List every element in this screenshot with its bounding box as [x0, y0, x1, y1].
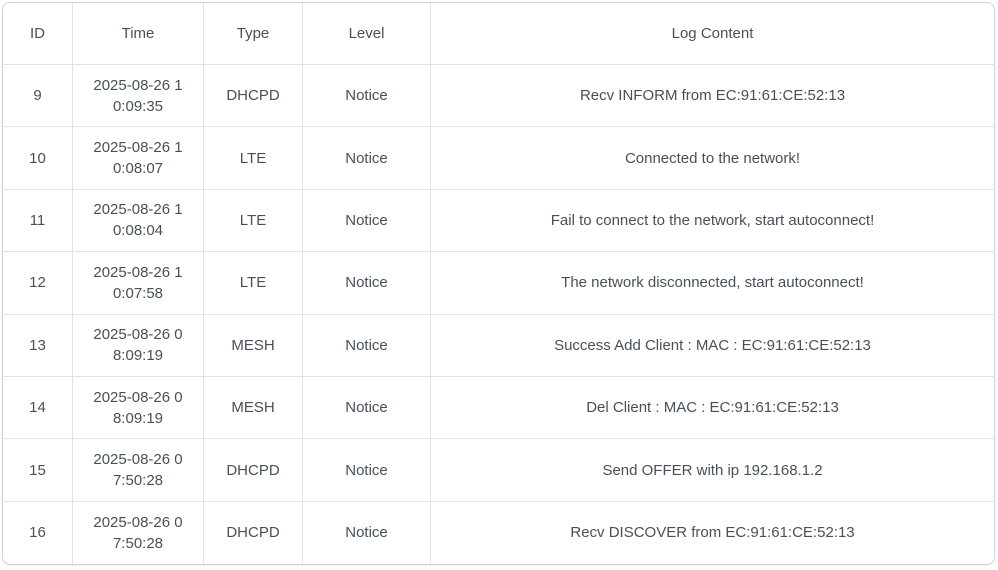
log-level-cell: Notice [303, 252, 431, 315]
log-time-text: 2025-08-26 10:07:58 [93, 263, 183, 302]
log-time-text: 2025-08-26 07:50:28 [93, 513, 183, 552]
log-time-cell: 2025-08-26 10:07:58 [73, 252, 204, 315]
log-time-cell: 2025-08-26 08:09:19 [73, 376, 204, 440]
log-time-text: 2025-08-26 07:50:28 [93, 451, 183, 490]
log-level-cell: Notice [303, 376, 431, 440]
log-time-text: 2025-08-26 08:09:19 [93, 326, 183, 365]
log-content-cell: Connected to the network! [431, 127, 994, 190]
log-id-cell: 15 [3, 439, 73, 502]
log-time-cell: 2025-08-26 07:50:28 [73, 439, 204, 502]
column-header-type: Type [204, 3, 303, 65]
column-header-id: ID [3, 3, 73, 65]
log-content-cell: Del Client : MAC : EC:91:61:CE:52:13 [431, 377, 994, 440]
log-time-text: 2025-08-26 10:08:04 [93, 201, 183, 240]
log-id-cell: 12 [3, 252, 73, 315]
log-id-cell: 14 [3, 376, 73, 440]
log-type-cell: DHCPD [204, 439, 303, 502]
log-time-cell: 2025-08-26 08:09:19 [73, 314, 204, 377]
log-time-text: 2025-08-26 10:08:07 [93, 139, 183, 178]
log-content-cell: Fail to connect to the network, start au… [431, 190, 994, 253]
log-level-cell: Notice [303, 189, 431, 253]
log-type-cell: DHCPD [204, 501, 303, 565]
column-header-content: Log Content [431, 3, 994, 65]
log-type-cell: LTE [204, 127, 303, 190]
log-content-cell: The network disconnected, start autoconn… [431, 252, 994, 315]
log-id-cell: 16 [3, 501, 73, 565]
log-table-header: ID Time Type Level Log Content [3, 3, 994, 65]
column-header-time: Time [73, 3, 204, 65]
header-row: ID Time Type Level Log Content [3, 3, 994, 65]
column-header-level: Level [303, 3, 431, 65]
log-content-cell: Recv INFORM from EC:91:61:CE:52:13 [431, 65, 994, 128]
log-level-cell: Notice [303, 501, 431, 565]
log-time-cell: 2025-08-26 10:08:07 [73, 127, 204, 190]
log-id-cell: 13 [3, 314, 73, 377]
log-content-cell: Success Add Client : MAC : EC:91:61:CE:5… [431, 315, 994, 377]
log-content-cell: Recv DISCOVER from EC:91:61:CE:52:13 [570, 524, 855, 542]
log-id-cell: 9 [3, 65, 73, 128]
log-time-text: 2025-08-26 08:09:19 [93, 388, 183, 427]
log-id-cell: 10 [3, 127, 73, 190]
log-type-cell: LTE [204, 189, 303, 253]
log-level-cell: Notice [303, 127, 431, 190]
log-time-text: 2025-08-26 10:09:35 [93, 76, 183, 115]
log-level-cell: Notice [303, 439, 431, 502]
log-level-cell: Notice [303, 65, 431, 128]
log-type-cell: MESH [204, 314, 303, 377]
log-type-cell: DHCPD [204, 65, 303, 128]
log-time-cell: 2025-08-26 10:09:35 [73, 65, 204, 128]
log-time-cell: 2025-08-26 10:08:04 [73, 189, 204, 253]
log-id-cell: 11 [3, 189, 73, 253]
log-time-cell: 2025-08-26 07:50:28 [73, 501, 204, 565]
log-content-cell: Send OFFER with ip 192.168.1.2 [431, 439, 994, 502]
log-type-cell: LTE [204, 252, 303, 315]
log-type-cell: MESH [204, 376, 303, 440]
log-level-cell: Notice [303, 314, 431, 377]
